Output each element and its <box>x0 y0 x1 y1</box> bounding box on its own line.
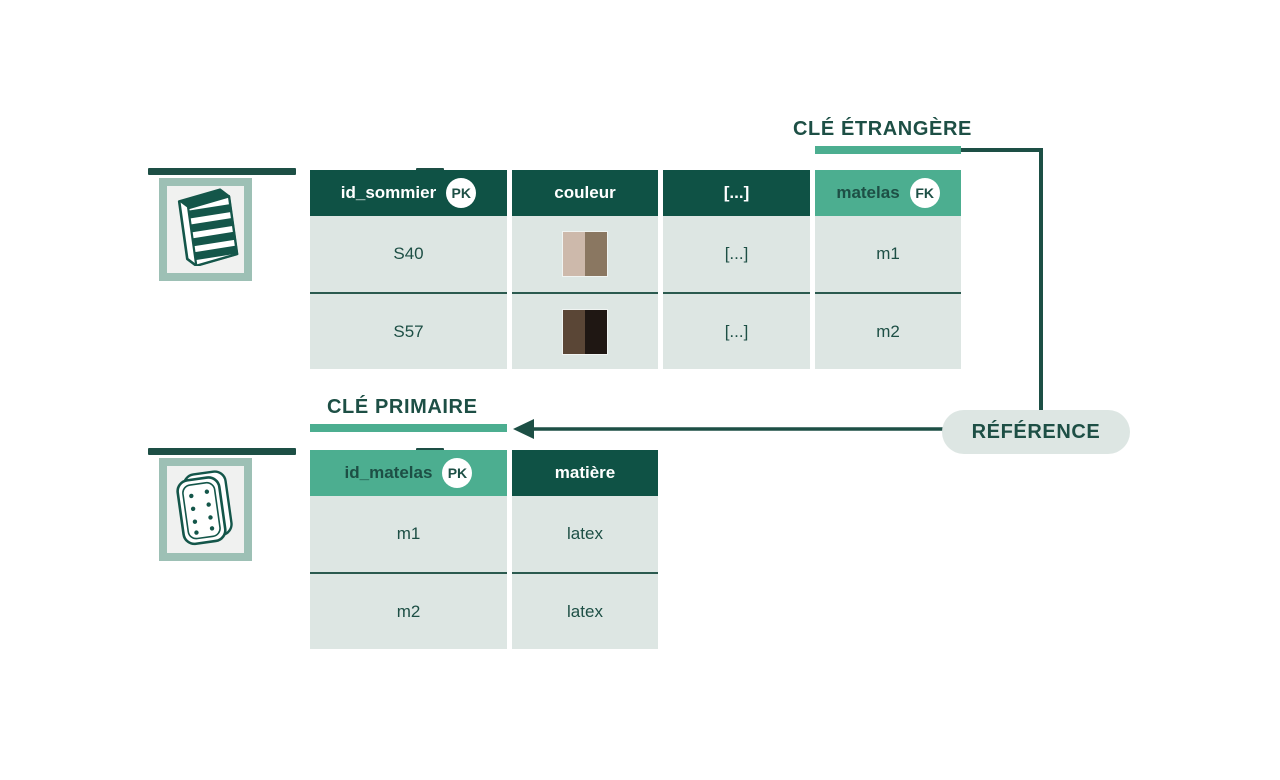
color-swatch-light <box>562 231 608 277</box>
column-ellipsis: [...] [...] [...] <box>663 170 810 369</box>
column-id-sommier: id_sommier PK S40 S57 <box>310 170 507 369</box>
entity-matelas-icon-block: Matelas <box>148 448 444 648</box>
connector-fk-to-reference <box>961 148 1043 417</box>
header-ellipsis[interactable]: [...] <box>663 170 810 216</box>
header-label: [...] <box>723 183 750 202</box>
table-cell[interactable]: S40 <box>310 216 507 292</box>
reference-badge[interactable]: RÉFÉRENCE <box>942 410 1130 454</box>
pk-badge: PK <box>442 458 473 488</box>
entity-matelas-icon-frame <box>159 458 252 561</box>
table-cell[interactable]: m2 <box>815 292 961 369</box>
header-label: id_sommier <box>340 183 437 202</box>
table-cell-swatch[interactable] <box>512 216 658 292</box>
label-primary-key: CLÉ PRIMAIRE <box>327 396 478 418</box>
table-cell[interactable]: S57 <box>310 292 507 369</box>
mattress-icon <box>171 467 241 552</box>
header-label: matelas <box>836 183 900 202</box>
entity-sommier-topbar <box>148 168 296 175</box>
table-cell[interactable]: latex <box>512 572 658 649</box>
table-cell-swatch[interactable] <box>512 292 658 369</box>
column-id-matelas: id_matelas PK m1 m2 <box>310 450 507 649</box>
header-matelas-fk[interactable]: matelas FK <box>815 170 961 216</box>
table-cell[interactable]: m1 <box>815 216 961 292</box>
table-cell[interactable]: m2 <box>310 572 507 649</box>
header-label: matière <box>554 463 616 482</box>
primary-key-underline <box>310 424 507 432</box>
pk-badge: PK <box>446 178 477 208</box>
header-couleur[interactable]: couleur <box>512 170 658 216</box>
column-matiere: matière latex latex <box>512 450 658 649</box>
table-cell[interactable]: [...] <box>663 292 810 369</box>
header-label: id_matelas <box>344 463 433 482</box>
header-id-sommier[interactable]: id_sommier PK <box>310 170 507 216</box>
entity-sommier-icon-frame <box>159 178 252 281</box>
table-cell[interactable]: [...] <box>663 216 810 292</box>
label-foreign-key: CLÉ ÉTRANGÈRE <box>793 118 972 140</box>
header-id-matelas[interactable]: id_matelas PK <box>310 450 507 496</box>
column-couleur: couleur <box>512 170 658 369</box>
table-cell[interactable]: m1 <box>310 496 507 572</box>
column-matelas-fk: matelas FK m1 m2 <box>815 170 961 369</box>
foreign-key-underline <box>815 146 961 154</box>
header-label: couleur <box>554 183 616 202</box>
color-swatch-dark <box>562 308 608 355</box>
connector-reference-to-pk <box>513 419 945 439</box>
entity-matelas-topbar <box>148 448 296 455</box>
header-matiere[interactable]: matière <box>512 450 658 496</box>
fk-badge: FK <box>909 178 940 208</box>
bed-base-icon <box>173 188 239 271</box>
entity-sommier-icon-block: Sommier <box>148 168 444 368</box>
table-cell[interactable]: latex <box>512 496 658 572</box>
